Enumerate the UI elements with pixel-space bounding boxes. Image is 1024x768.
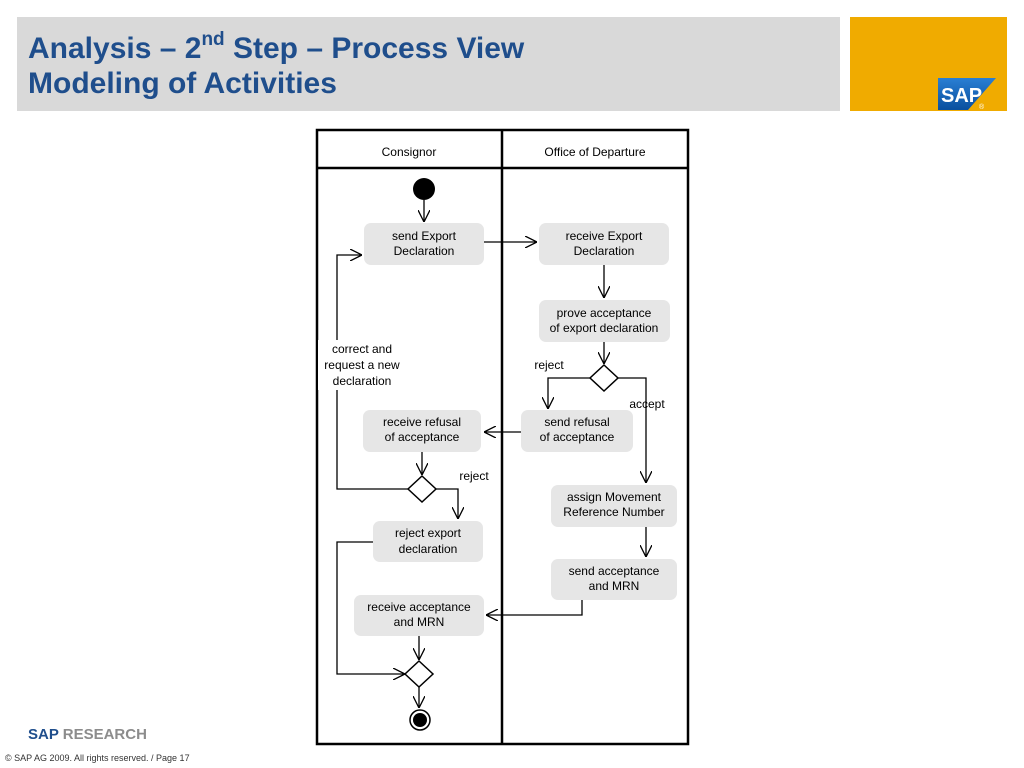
svg-text:receive refusal: receive refusal	[383, 415, 461, 429]
svg-text:receive acceptance: receive acceptance	[367, 600, 471, 614]
svg-text:of acceptance: of acceptance	[540, 430, 615, 444]
svg-text:prove acceptance: prove acceptance	[557, 306, 652, 320]
svg-text:declaration: declaration	[399, 542, 458, 556]
svg-text:reject export: reject export	[395, 526, 462, 540]
end-node-inner	[413, 713, 427, 727]
svg-text:correct and: correct and	[332, 342, 392, 356]
activity-send-export-declaration: send Export Declaration	[364, 223, 484, 265]
merge-node	[403, 659, 435, 689]
sap-logo-registered: ®	[979, 103, 985, 110]
copyright-text: © SAP AG 2009. All rights reserved. / Pa…	[5, 753, 190, 763]
activity-prove-acceptance: prove acceptance of export declaration	[539, 300, 670, 342]
sap-logo-text: SAP	[941, 85, 982, 107]
activity-receive-acceptance: receive acceptance and MRN	[354, 595, 484, 636]
svg-text:send Export: send Export	[392, 229, 457, 243]
svg-text:assign Movement: assign Movement	[567, 490, 662, 504]
svg-text:and MRN: and MRN	[394, 615, 445, 629]
svg-text:send acceptance: send acceptance	[569, 564, 660, 578]
footer-brand: SAP RESEARCH	[28, 726, 147, 743]
svg-text:of acceptance: of acceptance	[385, 430, 460, 444]
header-band	[17, 17, 840, 111]
decision-office	[588, 363, 620, 393]
svg-text:send refusal: send refusal	[544, 415, 609, 429]
activity-send-acceptance: send acceptance and MRN	[551, 559, 677, 600]
decision-consignor	[406, 474, 438, 504]
lane-office-of-departure: Office of Departure	[544, 145, 645, 159]
svg-text:request a new: request a new	[324, 358, 400, 372]
svg-text:of export declaration: of export declaration	[550, 321, 659, 335]
start-node	[413, 178, 435, 200]
activity-reject-export: reject export declaration	[373, 521, 483, 562]
flow-accept-to-assign	[618, 377, 646, 483]
svg-text:declaration: declaration	[333, 374, 392, 388]
title-line-2: Modeling of Activities	[28, 67, 337, 100]
label-reject-office: reject	[534, 358, 564, 372]
lane-consignor: Consignor	[382, 145, 437, 159]
activity-send-refusal: send refusal of acceptance	[521, 410, 633, 452]
title-line-1: Analysis – 2nd Step – Process View	[28, 29, 525, 65]
page-title: Analysis – 2nd Step – Process View Model…	[28, 24, 524, 101]
svg-text:receive Export: receive Export	[566, 229, 643, 243]
flow-reject-to-send-refusal	[548, 377, 590, 409]
flow-send-acceptance-to-receive	[486, 600, 583, 615]
label-accept-office: accept	[629, 397, 665, 411]
label-reject-consignor: reject	[459, 469, 489, 483]
svg-text:Reference Number: Reference Number	[563, 505, 664, 519]
label-correct-request: correct and request a new declaration	[318, 340, 404, 390]
activity-receive-refusal: receive refusal of acceptance	[363, 410, 481, 452]
flow-reject-to-reject-export	[436, 488, 458, 519]
activity-assign-mrn: assign Movement Reference Number	[551, 485, 677, 527]
sap-logo: SAP ®	[938, 78, 996, 110]
activity-receive-export-declaration: receive Export Declaration	[539, 223, 669, 265]
flow-reject-export-to-merge	[336, 541, 405, 674]
svg-text:and MRN: and MRN	[589, 579, 640, 593]
svg-text:Declaration: Declaration	[394, 244, 455, 258]
svg-text:Declaration: Declaration	[574, 244, 635, 258]
